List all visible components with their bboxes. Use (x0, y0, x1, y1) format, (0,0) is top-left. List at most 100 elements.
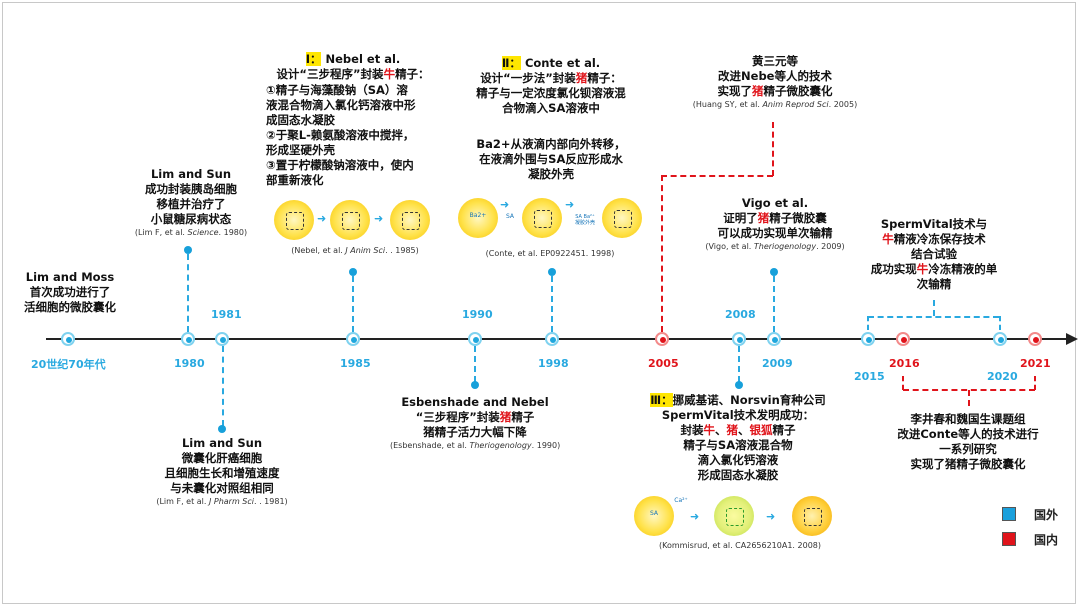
year-label-2009: 2009 (762, 357, 793, 370)
legend-swatch-domestic (1002, 532, 1016, 546)
event-nebel: Ⅰ： Nebel et al. 设计“三步程序”封装牛精子： (258, 52, 448, 82)
event-title: Lim and Moss (25, 270, 115, 284)
connector-1998 (551, 276, 553, 332)
species-highlight: 牛 (916, 262, 929, 276)
desc-text: 实现了 (717, 84, 753, 98)
event-desc: 一系列研究 (939, 442, 997, 456)
arrow-right-icon: ➜ (766, 510, 776, 523)
desc-text: 、 (715, 423, 727, 437)
capsule-cell: Ba2+ (458, 198, 498, 238)
citation-journal: Theriogenology (753, 242, 817, 251)
connector-2008 (738, 346, 740, 382)
connector-dot (184, 246, 192, 254)
event-header: Ⅲ：挪威基诺、Norsvin育种公司 (628, 393, 848, 408)
connector-2005-vertical (661, 175, 663, 332)
node-1980 (181, 332, 195, 346)
connector-dot (548, 268, 556, 276)
step-line: ③置于柠檬酸钠溶液中，使内 (266, 158, 414, 172)
citation-norsvin: (Kommisrud, et al. CA2656210A1. 2008) (650, 540, 830, 551)
citation-text: . . 1981) (254, 497, 288, 506)
citation: (Conte, et al. EP0922451. 1998) (485, 249, 615, 258)
citation-text: (Lim F, et al. (134, 228, 188, 237)
connector-1985 (352, 276, 354, 332)
event-desc: 首次成功进行了 (29, 285, 111, 299)
node-2020 (993, 332, 1007, 346)
event-title: Esbenshade and Nebel (401, 395, 549, 409)
connector-2005-upper (772, 122, 774, 176)
event-desc: 设计“一步法”封装猪精子： (456, 71, 646, 86)
citation: (Lim F, et al. Science. 1980) (116, 227, 266, 238)
event-vigo: Vigo et al. 证明了猪精子微胶囊 可以成功实现单次输精 (Vigo, … (690, 196, 860, 252)
capsule-cell (390, 200, 430, 240)
citation-text: (Vigo, et al. (705, 242, 754, 251)
event-desc: 与未囊化对照组相同 (170, 481, 274, 495)
arrow-right-icon: ➜ (374, 212, 384, 225)
connector-1981 (222, 346, 224, 426)
node-1985 (346, 332, 360, 346)
capsule-cell (274, 200, 314, 240)
event-title: Lim and Sun (181, 436, 263, 450)
event-title: 挪威基诺、Norsvin育种公司 (672, 393, 826, 407)
event-desc: 改进Conte等人的技术进行 (897, 427, 1039, 441)
citation: (Esbenshade, et al. Theriogenology. 1990… (390, 440, 560, 451)
event-lim-moss: Lim and Moss 首次成功进行了 活细胞的微胶囊化 (22, 270, 118, 315)
event-desc: SpermVital技术发明成功： (661, 408, 815, 422)
citation: (Nebel, et al. J Anim Sci. . 1985) (270, 245, 440, 256)
bracket-2015-left (867, 316, 869, 330)
year-label-2016: 2016 (889, 357, 920, 370)
event-conte: Ⅱ： Conte et al. 设计“一步法”封装猪精子： 精子与一定浓度氯化钡… (456, 56, 646, 116)
bracket-2016-right (1034, 376, 1036, 390)
citation-text: (Lim F, et al. (156, 497, 209, 506)
event-desc: 精子与一定浓度氯化钡溶液混 (476, 86, 626, 100)
year-label-2021: 2021 (1020, 357, 1051, 370)
citation: (Huang SY, et al. Anim Reprod Sci. 2005) (680, 99, 870, 110)
desc-text: 精子微胶囊化 (763, 84, 833, 98)
cell-label: SA (649, 510, 659, 517)
event-desc: 实现了猪精子微胶囊化 (680, 84, 870, 99)
citation-text: . . 1985) (385, 246, 419, 255)
event-title: Lim and Sun (150, 167, 232, 181)
year-label-2020: 2020 (987, 370, 1018, 383)
mechanism-line: 在液滴外围与SA反应形成水 (479, 152, 623, 166)
event-desc: 实现了猪精子微胶囊化 (910, 457, 1026, 471)
desc-text: 设计“一步法”封装 (480, 71, 576, 85)
desc-text: 精子： (395, 67, 430, 81)
connector-dot (735, 381, 743, 389)
event-title: Nebel et al. (325, 52, 401, 66)
event-desc: 成功实现牛冷冻精液的单 (868, 262, 1000, 277)
desc-text: 精子： (587, 71, 622, 85)
capsule-cell (522, 198, 562, 238)
event-desc: 成功封装胰岛细胞 (145, 182, 237, 196)
species-highlight: 猪 (726, 423, 739, 437)
capsule-cell: SA (634, 496, 674, 536)
bracket-2015-right (999, 316, 1001, 330)
event-desc: 封装牛、猪、银狐精子 (628, 423, 848, 438)
species-highlight: 猪 (752, 84, 764, 98)
event-title: 黄三元等 (752, 54, 798, 68)
event-li-wei: 李井春和魏国生课题组 改进Conte等人的技术进行 一系列研究 实现了猪精子微胶… (882, 412, 1054, 472)
event-desc: “三步程序”封装猪精子 (390, 410, 560, 425)
node-1981 (215, 332, 229, 346)
citation-journal: J Pharm Sci (208, 497, 254, 506)
citation-journal: J Anim Sci (345, 246, 386, 255)
event-norsvin: Ⅲ：挪威基诺、Norsvin育种公司 SpermVital技术发明成功： 封装牛… (628, 393, 848, 483)
event-desc: 结合试验 (911, 247, 957, 261)
event-desc: 牛精液冷冻保存技术 (868, 232, 1000, 247)
event-desc: 改进Nebe等人的技术 (718, 69, 832, 83)
capsule-cell (602, 198, 642, 238)
step-line: ①精子与海藻酸钠（SA）溶 (266, 83, 408, 97)
citation: (Kommisrud, et al. CA2656210A1. 2008) (659, 541, 821, 550)
bracket-2015-2020 (868, 316, 999, 318)
desc-text: 精子 (511, 410, 535, 424)
event-title: 李井春和魏国生课题组 (910, 412, 1026, 426)
desc-text: 精子微胶囊 (769, 211, 827, 225)
year-label-1990: 1990 (462, 308, 493, 321)
event-desc: 滴入氯化钙溶液 (697, 453, 779, 467)
event-title: Conte et al. (524, 56, 601, 70)
connector-dot (349, 268, 357, 276)
node-1990 (468, 332, 482, 346)
desc-text: 精子 (772, 423, 796, 437)
desc-text: 冷冻精液的单 (928, 262, 998, 276)
capsule-cell (792, 496, 832, 536)
year-label-2015: 2015 (854, 370, 885, 383)
